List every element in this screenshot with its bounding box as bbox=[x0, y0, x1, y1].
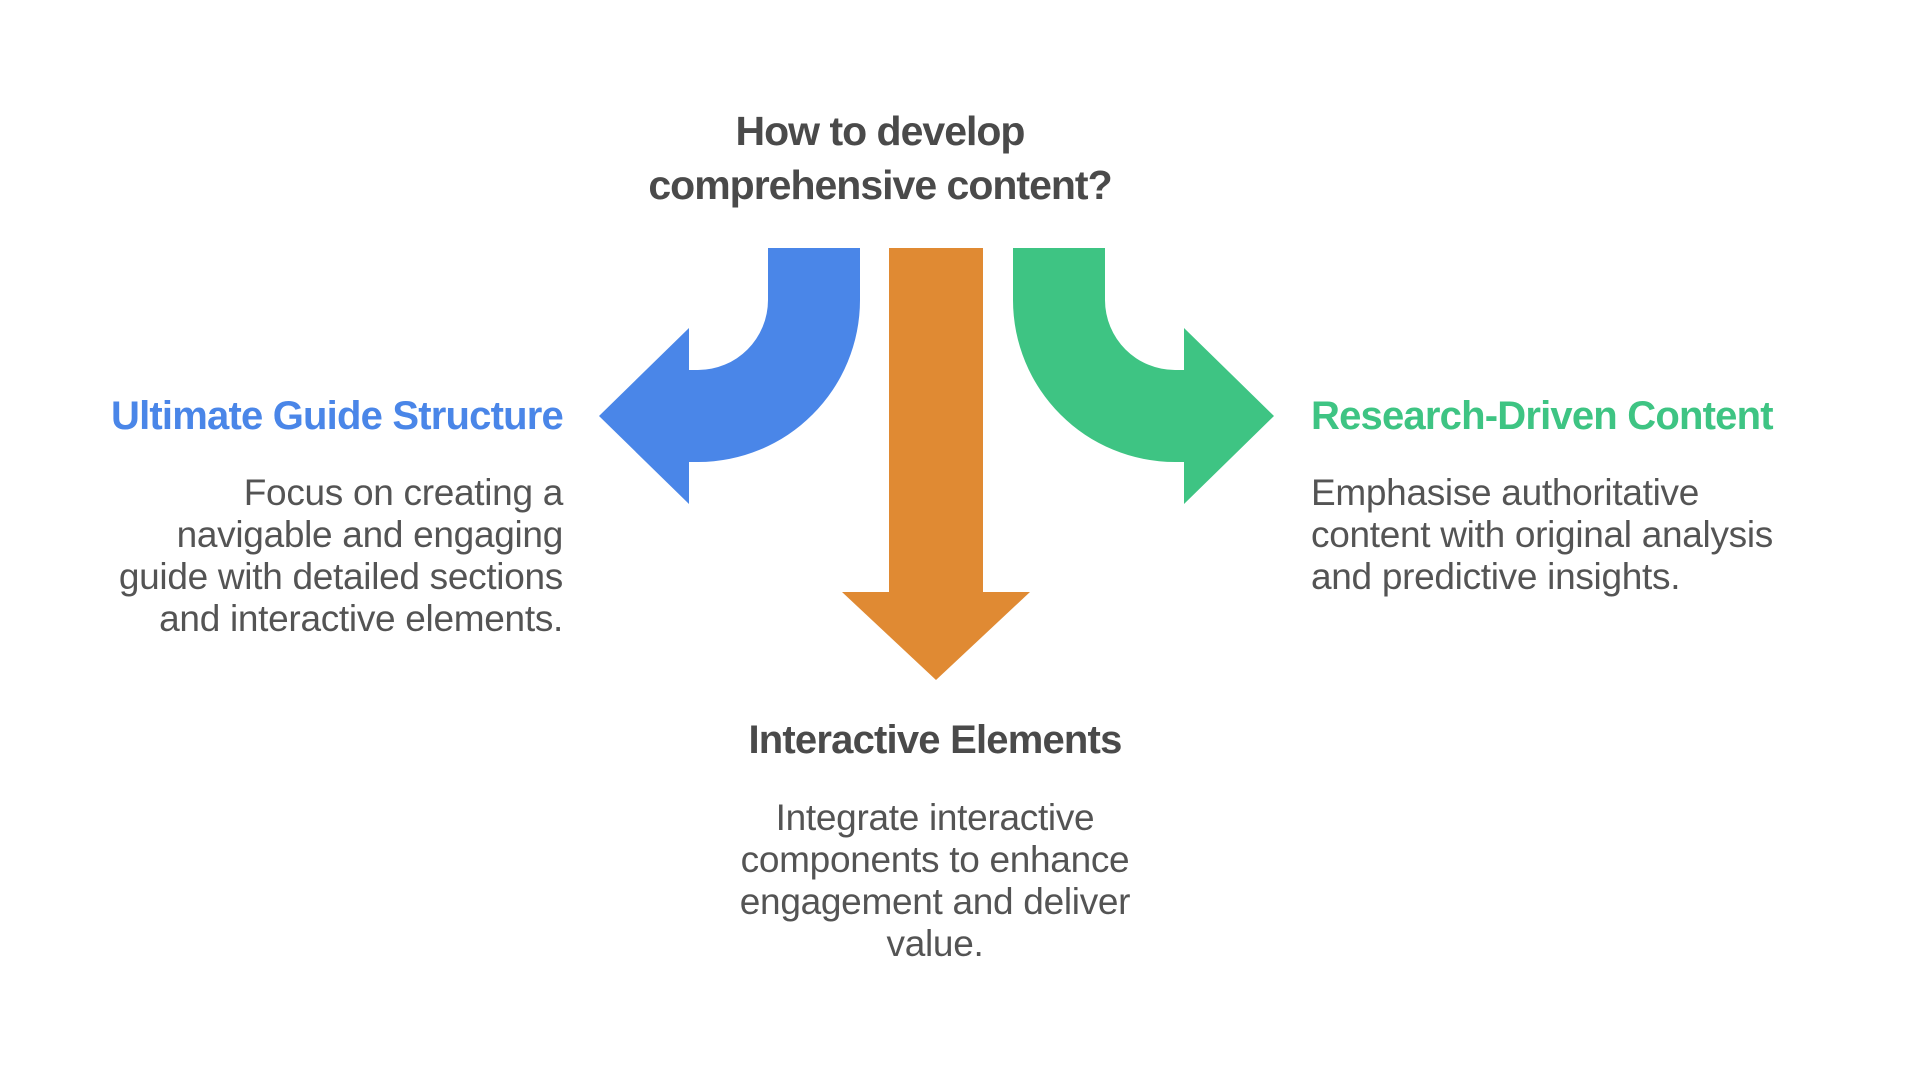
section-heading-interactive-elements: Interactive Elements bbox=[748, 718, 1122, 762]
section-heading-ultimate-guide-structure: Ultimate Guide Structure bbox=[111, 394, 564, 438]
curved-arrow-right-icon bbox=[1013, 248, 1274, 504]
body-line: content with original analysis bbox=[1311, 514, 1773, 555]
section-body-research-driven-content: Emphasise authoritative content with ori… bbox=[1311, 472, 1891, 598]
straight-arrow-down-icon bbox=[842, 248, 1030, 680]
body-line: Integrate interactive bbox=[775, 797, 1095, 838]
body-line: and predictive insights. bbox=[1311, 556, 1681, 597]
curved-arrow-left-icon bbox=[599, 248, 860, 504]
body-line: Emphasise authoritative bbox=[1311, 472, 1699, 513]
page-title: How to develop comprehensive content? bbox=[530, 104, 1230, 212]
page-title-line-2: comprehensive content? bbox=[648, 162, 1112, 208]
body-line: engagement and deliver bbox=[739, 881, 1131, 922]
body-line: components to enhance bbox=[740, 839, 1130, 880]
branching-arrows-graphic bbox=[599, 248, 1274, 680]
body-line: and interactive elements. bbox=[159, 598, 563, 639]
section-body-interactive-elements: Integrate interactive components to enha… bbox=[685, 797, 1185, 965]
section-body-ultimate-guide-structure: Focus on creating a navigable and engagi… bbox=[3, 472, 563, 640]
page-title-line-1: How to develop bbox=[735, 108, 1026, 154]
section-heading-research-driven-content: Research-Driven Content bbox=[1311, 394, 1774, 438]
body-line: Focus on creating a bbox=[243, 472, 564, 513]
body-line: value. bbox=[886, 923, 984, 964]
body-line: navigable and engaging bbox=[176, 514, 564, 555]
body-line: guide with detailed sections bbox=[118, 556, 563, 597]
